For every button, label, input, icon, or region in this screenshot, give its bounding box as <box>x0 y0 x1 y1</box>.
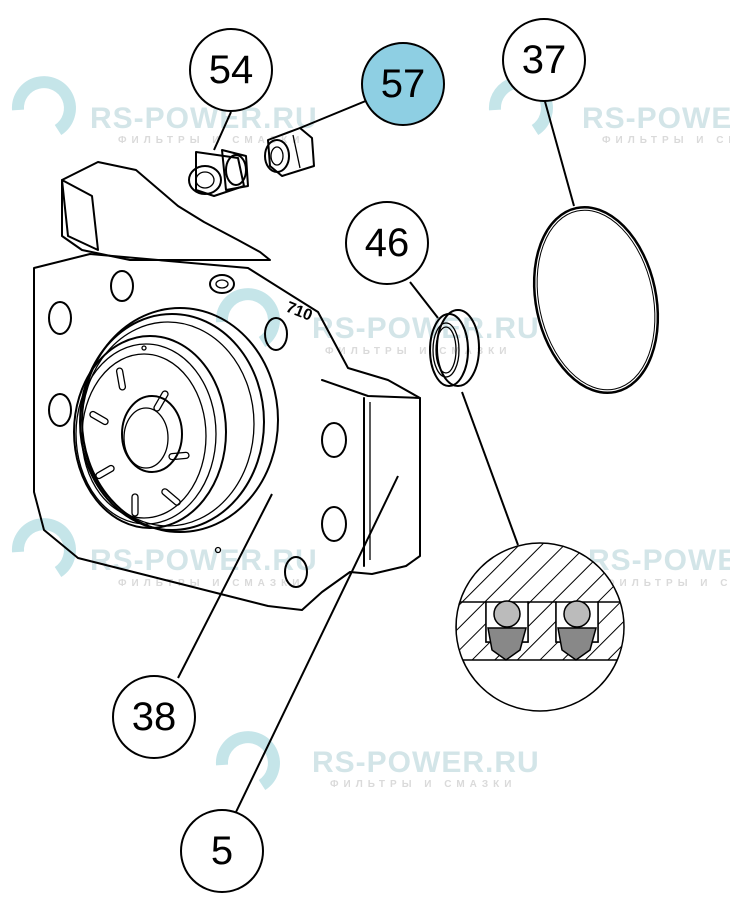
watermark-brand: RS-POWER.RU <box>312 746 540 779</box>
callout-bubble <box>180 809 264 893</box>
watermark-brand: RS-POWER.RU <box>582 102 730 135</box>
watermark-brand: RS-POWER.RU <box>588 544 730 577</box>
watermark-tagline: ФИЛЬТРЫ И СМАЗКИ <box>606 578 730 589</box>
callout-bubble-highlighted <box>361 42 445 126</box>
o-ring-37-part <box>532 205 660 395</box>
callout-label: 54 <box>209 48 254 92</box>
callout-label: 5 <box>211 829 233 873</box>
callout-label: 37 <box>522 38 567 82</box>
callout-5[interactable]: 5 <box>180 809 264 893</box>
leader-lines <box>177 97 575 813</box>
callout-bubble <box>112 675 196 759</box>
callout-46[interactable]: 46 <box>345 201 429 285</box>
callout-54[interactable]: 54 <box>189 28 273 112</box>
watermark-group: RS-POWER.RU ФИЛЬТРЫ И СМАЗКИ RS-POWER.RU… <box>11 76 730 791</box>
callout-bubble <box>345 201 429 285</box>
callout-label: 46 <box>365 221 410 265</box>
callout-label: 57 <box>381 62 426 106</box>
callout-bubble <box>189 28 273 112</box>
watermark-tagline: ФИЛЬТРЫ И СМАЗКИ <box>118 135 304 146</box>
housing-marking-text: 710 <box>284 299 315 325</box>
fitting-54-part <box>188 149 249 197</box>
watermark-logo-icon <box>11 76 76 136</box>
watermark-tagline: ФИЛЬТРЫ И СМАЗКИ <box>325 346 511 357</box>
seal-ring-46-part <box>429 309 480 387</box>
watermark-logo-icon <box>215 731 280 791</box>
callout-bubble <box>502 18 586 102</box>
callout-38[interactable]: 38 <box>112 675 196 759</box>
seal-detail-view <box>455 542 625 712</box>
o-ring-37-inner-edge <box>536 209 656 391</box>
watermark-tagline: ФИЛЬТРЫ И СМАЗКИ <box>602 135 730 146</box>
watermark-logo-icon <box>11 518 76 578</box>
watermark-logo-icon <box>215 288 280 348</box>
watermark-tagline: ФИЛЬТРЫ И СМАЗКИ <box>118 578 304 589</box>
cover-38-part <box>73 307 279 554</box>
watermark-brand: RS-POWER.RU <box>90 102 318 135</box>
callout-label: 38 <box>132 695 177 739</box>
callout-57[interactable]: 57 <box>361 42 445 126</box>
watermark-brand: RS-POWER.RU <box>90 544 318 577</box>
watermark-tagline: ФИЛЬТРЫ И СМАЗКИ <box>330 779 516 790</box>
callout-37[interactable]: 37 <box>502 18 586 102</box>
watermark-brand: RS-POWER.RU <box>312 312 540 345</box>
